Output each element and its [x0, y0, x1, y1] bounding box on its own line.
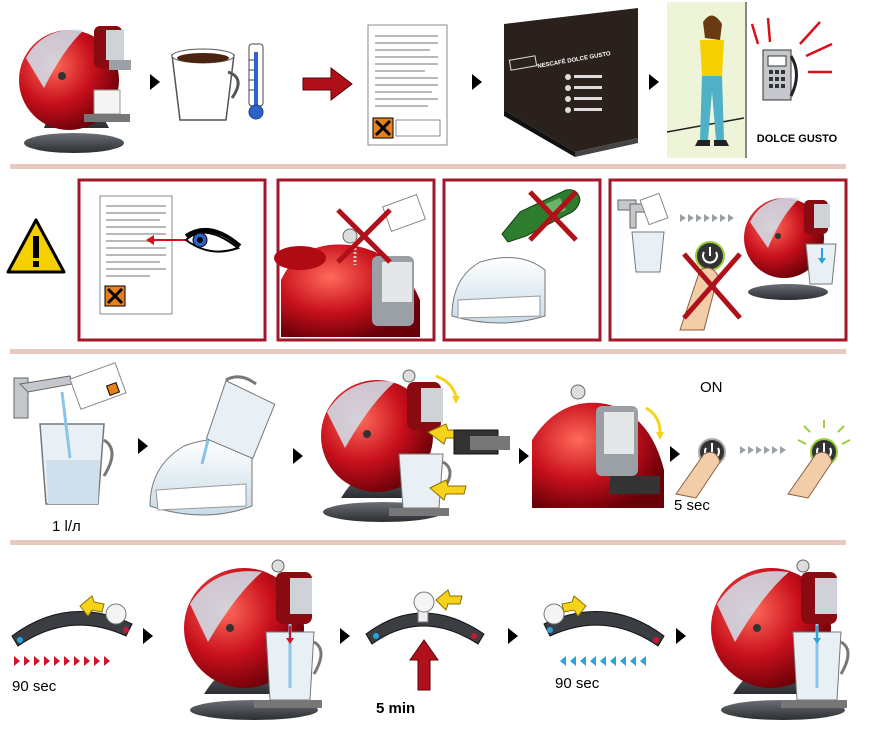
- power-button-icon: [695, 241, 725, 271]
- row-divider-3: [10, 540, 846, 545]
- time-center-label: 5 min: [376, 700, 415, 717]
- yellow-pointer-arrow: [429, 479, 467, 501]
- step-arrow: [143, 628, 153, 644]
- cup-illustration: [171, 48, 240, 121]
- row-divider-2: [10, 349, 846, 354]
- red-next-arrow: [302, 66, 353, 102]
- time-right-label: 90 sec: [555, 675, 600, 692]
- red-up-arrow: [409, 639, 439, 691]
- descaler-instructions-sheet: [367, 24, 448, 146]
- step-arrow: [340, 628, 350, 644]
- step-arrow: [676, 628, 686, 644]
- machine-closeup: [274, 193, 427, 337]
- machine-closeup-insert: [532, 384, 664, 508]
- phone-label: DOLCE GUSTO: [757, 133, 838, 145]
- pouring-into-tank: [149, 375, 276, 516]
- step-arrow: [508, 628, 518, 644]
- finger: [787, 451, 833, 499]
- step-arrow: [519, 448, 529, 464]
- coffee-machine-dispensing: [711, 559, 850, 720]
- warning-triangle-icon: [6, 218, 66, 274]
- eye-icon: [184, 228, 242, 253]
- step-arrow: [138, 438, 148, 454]
- step-arrow: [293, 448, 303, 464]
- press-time-label: 5 sec: [674, 497, 710, 514]
- step-arrow: [670, 446, 680, 462]
- tap-filling-jug: [13, 362, 127, 505]
- finger: [675, 451, 721, 499]
- coffee-machine-illustration: [19, 26, 131, 153]
- ringing-lines: [750, 17, 833, 74]
- capsule-holder: [453, 429, 510, 455]
- customer-service-panel: DOLCE GUSTO: [666, 2, 848, 158]
- water-amount-label: 1 l/л: [52, 518, 81, 535]
- yellow-pointer-arrow: [645, 406, 662, 433]
- instructions-sheet: [99, 195, 173, 315]
- step-arrow: [649, 74, 659, 90]
- coffee-machine-illustration: [321, 369, 452, 522]
- forbidden-cross-icon: [528, 190, 578, 242]
- time-left-label: 90 sec: [12, 678, 57, 695]
- lever-right-position: [543, 595, 665, 647]
- forbidden-cross-icon: [682, 252, 742, 320]
- step-arrow: [150, 74, 160, 90]
- forbidden-cross-icon: [336, 208, 392, 264]
- lever-center-position: [365, 589, 485, 645]
- row-divider-1: [10, 164, 846, 169]
- capsule-box-illustration: NESCAFÉ DOLCE GUSTO: [504, 8, 638, 157]
- step-arrow: [472, 74, 482, 90]
- red-chevrons: [14, 656, 110, 666]
- coffee-machine-dispensing: [184, 559, 323, 720]
- thermometer-icon: [248, 43, 264, 120]
- on-label: ON: [700, 379, 723, 396]
- progress-chevrons: [680, 214, 734, 222]
- tap-and-jug: [617, 192, 669, 273]
- phone-icon: [762, 49, 798, 101]
- water-tank: [451, 257, 546, 324]
- lever-left-position: [11, 595, 133, 647]
- coffee-machine-illustration: [744, 197, 837, 300]
- yellow-pointer-arrow: [435, 374, 458, 397]
- blue-chevrons: [560, 656, 646, 666]
- progress-chevrons: [740, 446, 786, 454]
